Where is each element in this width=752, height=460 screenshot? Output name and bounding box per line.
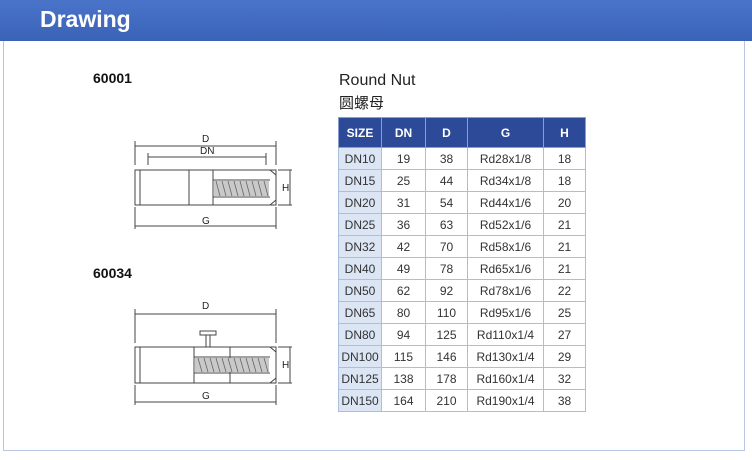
table-cell: 21 [543, 235, 586, 258]
table-cell: Rd52x1/6 [467, 213, 544, 236]
table-cell: 62 [381, 279, 426, 302]
round-nut-drawing-60001: D DN H G [134, 134, 292, 229]
table-cell: 210 [425, 389, 468, 412]
table-title: Round Nut [339, 72, 416, 89]
table-cell: 42 [381, 235, 426, 258]
table-cell: Rd44x1/6 [467, 191, 544, 214]
table-cell: DN15 [338, 169, 382, 192]
label-d: D [202, 301, 209, 312]
table-cell: Rd78x1/6 [467, 279, 544, 302]
label-g: G [202, 216, 210, 227]
table-cell: 22 [543, 279, 586, 302]
label-g: G [202, 391, 210, 402]
column-header: H [543, 117, 586, 148]
table-cell: 21 [543, 257, 586, 280]
table-cell: Rd65x1/6 [467, 257, 544, 280]
header-bar: Drawing [0, 0, 752, 41]
table-cell: 36 [381, 213, 426, 236]
table-cell: 25 [543, 301, 586, 324]
table-cell: 80 [381, 301, 426, 324]
table-cell: 78 [425, 257, 468, 280]
table-cell: Rd190x1/4 [467, 389, 544, 412]
table-cell: 18 [543, 147, 586, 170]
table-cell: 20 [543, 191, 586, 214]
table-cell: DN100 [338, 345, 382, 368]
table-cell: 164 [381, 389, 426, 412]
table-cell: 70 [425, 235, 468, 258]
table-cell: 27 [543, 323, 586, 346]
column-header: G [467, 117, 544, 148]
table-cell: 146 [425, 345, 468, 368]
table-cell: 38 [425, 147, 468, 170]
label-h: H [282, 360, 289, 371]
table-cell: 63 [425, 213, 468, 236]
table-cell: Rd28x1/8 [467, 147, 544, 170]
table-cell: DN65 [338, 301, 382, 324]
table-cell: 54 [425, 191, 468, 214]
round-nut-drawing-60034: D H G [134, 301, 292, 405]
table-cell: DN150 [338, 389, 382, 412]
table-cell: DN20 [338, 191, 382, 214]
table-cell: DN10 [338, 147, 382, 170]
table-subtitle: 圆螺母 [339, 95, 385, 112]
table-cell: Rd130x1/4 [467, 345, 544, 368]
table-cell: 29 [543, 345, 586, 368]
table-cell: 110 [425, 301, 468, 324]
table-cell: DN125 [338, 367, 382, 390]
table-cell: Rd95x1/6 [467, 301, 544, 324]
table-cell: 125 [425, 323, 468, 346]
label-h: H [282, 183, 289, 194]
part-code-60034: 60034 [93, 265, 132, 281]
table-cell: 44 [425, 169, 468, 192]
label-dn: DN [200, 146, 214, 157]
table-cell: 115 [381, 345, 426, 368]
table-cell: 32 [543, 367, 586, 390]
table-cell: Rd34x1/8 [467, 169, 544, 192]
content-frame [3, 41, 745, 451]
column-header: D [425, 117, 468, 148]
table-cell: DN40 [338, 257, 382, 280]
table-cell: Rd58x1/6 [467, 235, 544, 258]
table-cell: DN25 [338, 213, 382, 236]
table-cell: 19 [381, 147, 426, 170]
table-cell: DN50 [338, 279, 382, 302]
table-cell: DN32 [338, 235, 382, 258]
table-cell: 18 [543, 169, 586, 192]
table-cell: 38 [543, 389, 586, 412]
part-code-60001: 60001 [93, 70, 132, 86]
table-cell: Rd160x1/4 [467, 367, 544, 390]
table-cell: 92 [425, 279, 468, 302]
column-header: SIZE [338, 117, 382, 148]
table-cell: DN80 [338, 323, 382, 346]
table-cell: 178 [425, 367, 468, 390]
table-cell: Rd110x1/4 [467, 323, 544, 346]
table-header-row: SIZE DN D G H [338, 117, 586, 148]
page-title: Drawing [40, 6, 131, 32]
table-cell: 31 [381, 191, 426, 214]
table-cell: 94 [381, 323, 426, 346]
label-d: D [202, 134, 209, 145]
table-cell: 25 [381, 169, 426, 192]
table-cell: 21 [543, 213, 586, 236]
table-cell: 138 [381, 367, 426, 390]
column-header: DN [381, 117, 426, 148]
table-cell: 49 [381, 257, 426, 280]
